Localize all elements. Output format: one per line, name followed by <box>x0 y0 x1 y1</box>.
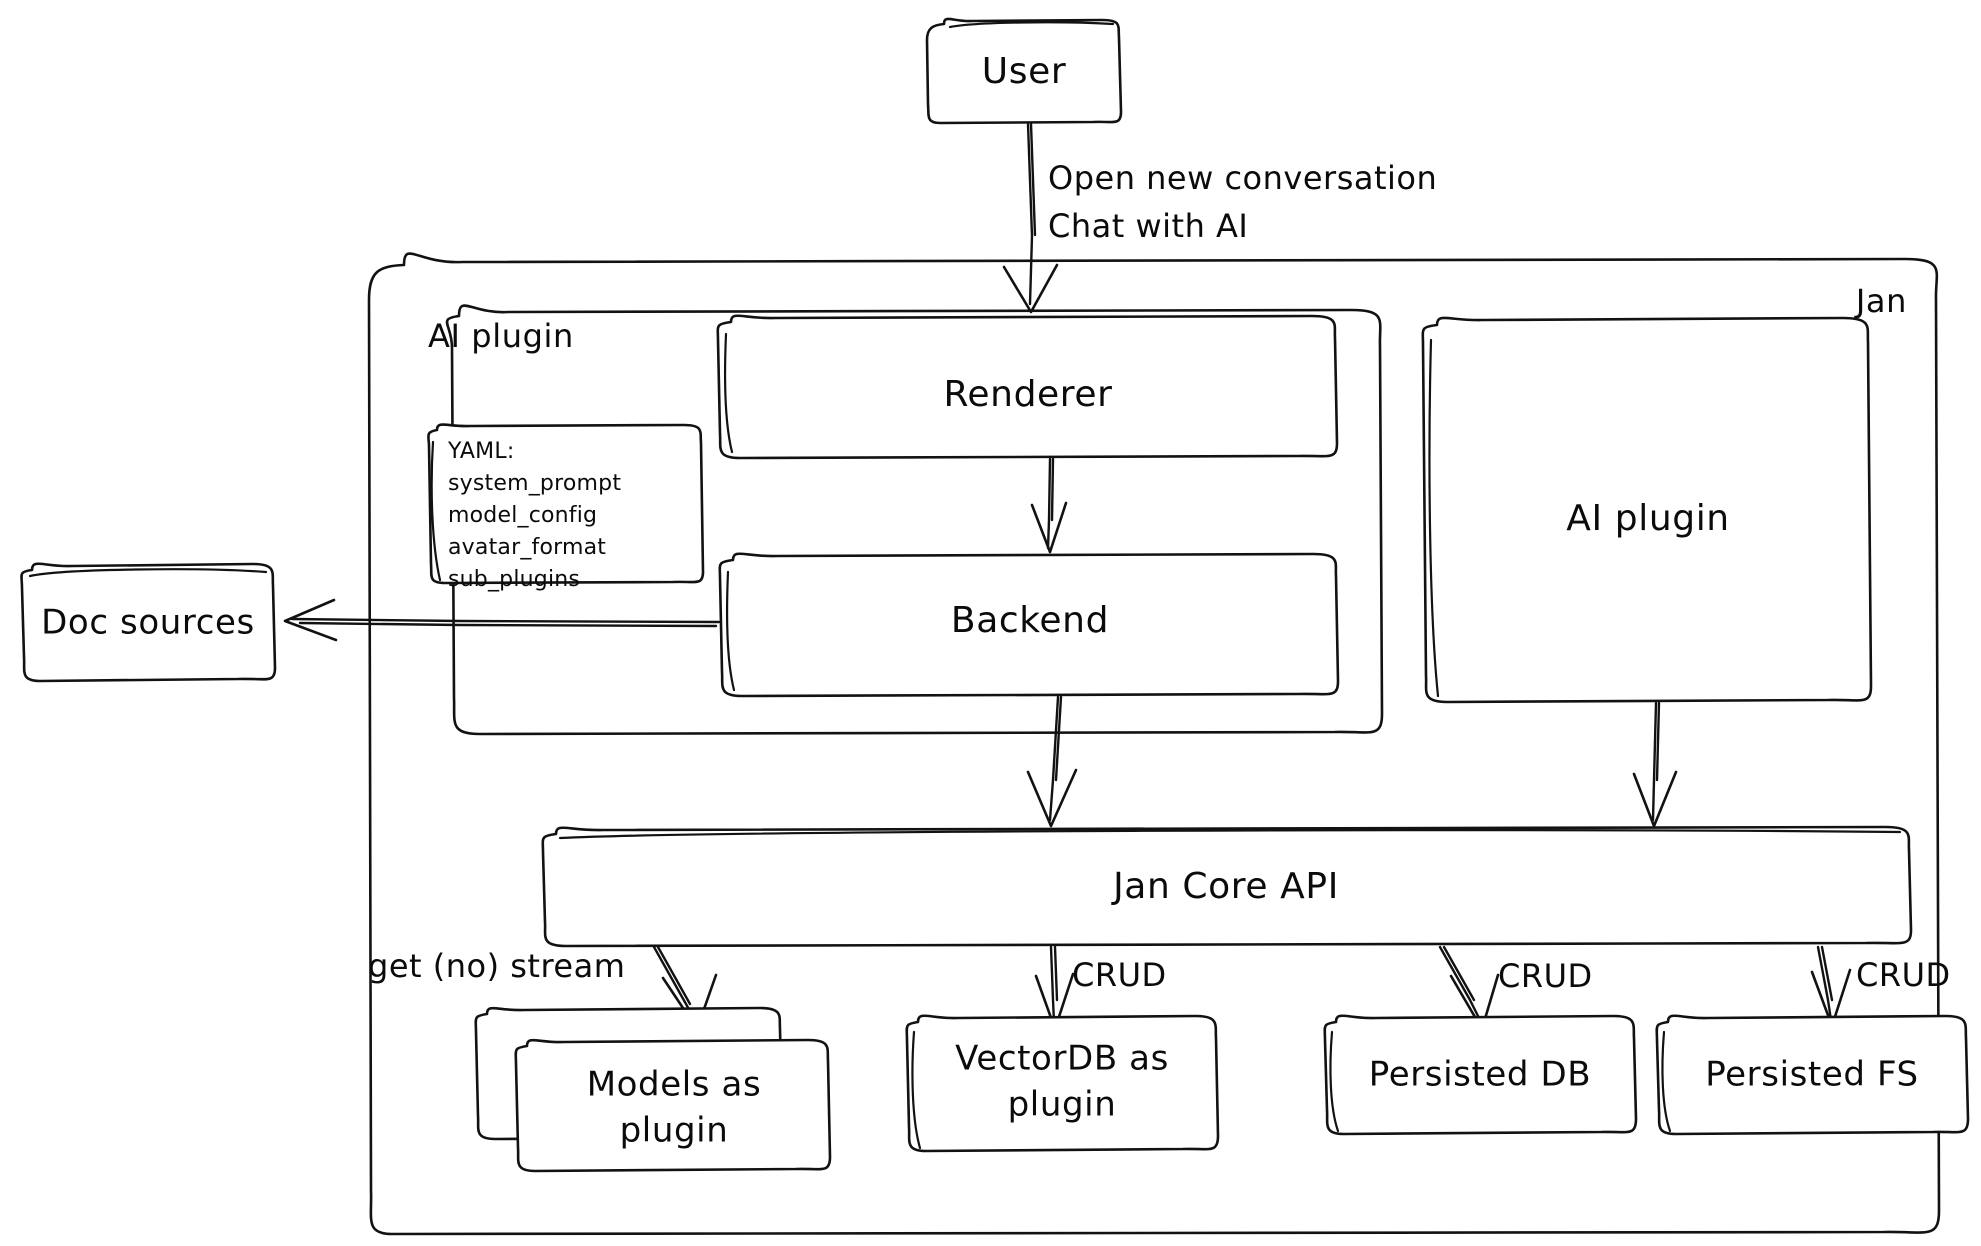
node-jan-core-api-label: Jan Core API <box>1111 866 1339 907</box>
node-doc-sources[interactable]: Doc sources <box>20 562 277 683</box>
node-vectordb-as-plugin-label-line1: VectorDB as <box>955 1039 1169 1079</box>
yaml-note-item-model-config: model_config <box>448 503 597 528</box>
node-backend[interactable]: Backend <box>718 552 1340 698</box>
edge-backend-to-core-api <box>1026 695 1078 828</box>
node-models-as-plugin-label-line2: plugin <box>620 1111 729 1151</box>
container-ai-plugin-group: AI plugin <box>428 304 1384 736</box>
container-ai-plugin-group-label: AI plugin <box>428 317 574 355</box>
node-persisted-db-label: Persisted DB <box>1369 1055 1591 1095</box>
node-backend-label: Backend <box>951 600 1109 641</box>
node-renderer[interactable]: Renderer <box>716 314 1339 460</box>
node-models-as-plugin-label-line1: Models as <box>587 1065 762 1105</box>
node-jan-core-api[interactable]: Jan Core API <box>541 825 1913 948</box>
edge-label-crud-persisted-fs: CRUD <box>1856 956 1951 994</box>
node-ai-plugin-label: AI plugin <box>1566 498 1729 539</box>
node-vectordb-as-plugin-label-line2: plugin <box>1008 1085 1117 1125</box>
edge-label-crud-vectordb: CRUD <box>1072 956 1167 994</box>
yaml-note-item-avatar-format: avatar_format <box>448 535 606 560</box>
edge-label-open-conversation: Open new conversation <box>1048 159 1437 197</box>
node-ai-plugin[interactable]: AI plugin <box>1421 316 1873 704</box>
node-user-label: User <box>982 51 1066 92</box>
edge-renderer-to-backend <box>1030 457 1068 554</box>
edge-core-api-to-persisted-fs: CRUD <box>1810 945 1951 1028</box>
node-persisted-db[interactable]: Persisted DB <box>1323 1014 1638 1136</box>
edge-user-to-renderer: Open new conversation Chat with AI <box>1002 122 1437 314</box>
node-models-as-plugin[interactable]: Models as plugin <box>474 1006 832 1173</box>
container-jan-label: Jan <box>1854 282 1907 320</box>
node-renderer-label: Renderer <box>943 374 1112 415</box>
edge-core-api-to-models: get (no) stream <box>368 945 718 1031</box>
container-jan: Jan <box>367 252 1941 1236</box>
node-persisted-fs[interactable]: Persisted FS <box>1655 1014 1970 1136</box>
edge-label-chat-with-ai: Chat with AI <box>1048 207 1248 245</box>
edge-backend-to-doc-sources <box>283 598 721 642</box>
yaml-note-item-sub-plugins: sub_plugins <box>448 567 580 592</box>
node-yaml-note: YAML: system_prompt model_config avatar_… <box>427 423 705 592</box>
node-persisted-fs-label: Persisted FS <box>1705 1055 1918 1095</box>
yaml-note-title: YAML: <box>447 439 514 464</box>
edge-core-api-to-persisted-db: CRUD <box>1438 945 1593 1031</box>
node-vectordb-as-plugin[interactable]: VectorDB as plugin <box>905 1014 1220 1153</box>
edge-label-crud-persisted-db: CRUD <box>1498 957 1593 995</box>
edge-label-get-no-stream: get (no) stream <box>368 947 625 985</box>
node-user[interactable]: User <box>925 17 1123 125</box>
edge-ai-plugin-to-core-api <box>1632 701 1678 828</box>
yaml-note-item-system-prompt: system_prompt <box>448 471 621 496</box>
node-doc-sources-label: Doc sources <box>41 603 255 643</box>
